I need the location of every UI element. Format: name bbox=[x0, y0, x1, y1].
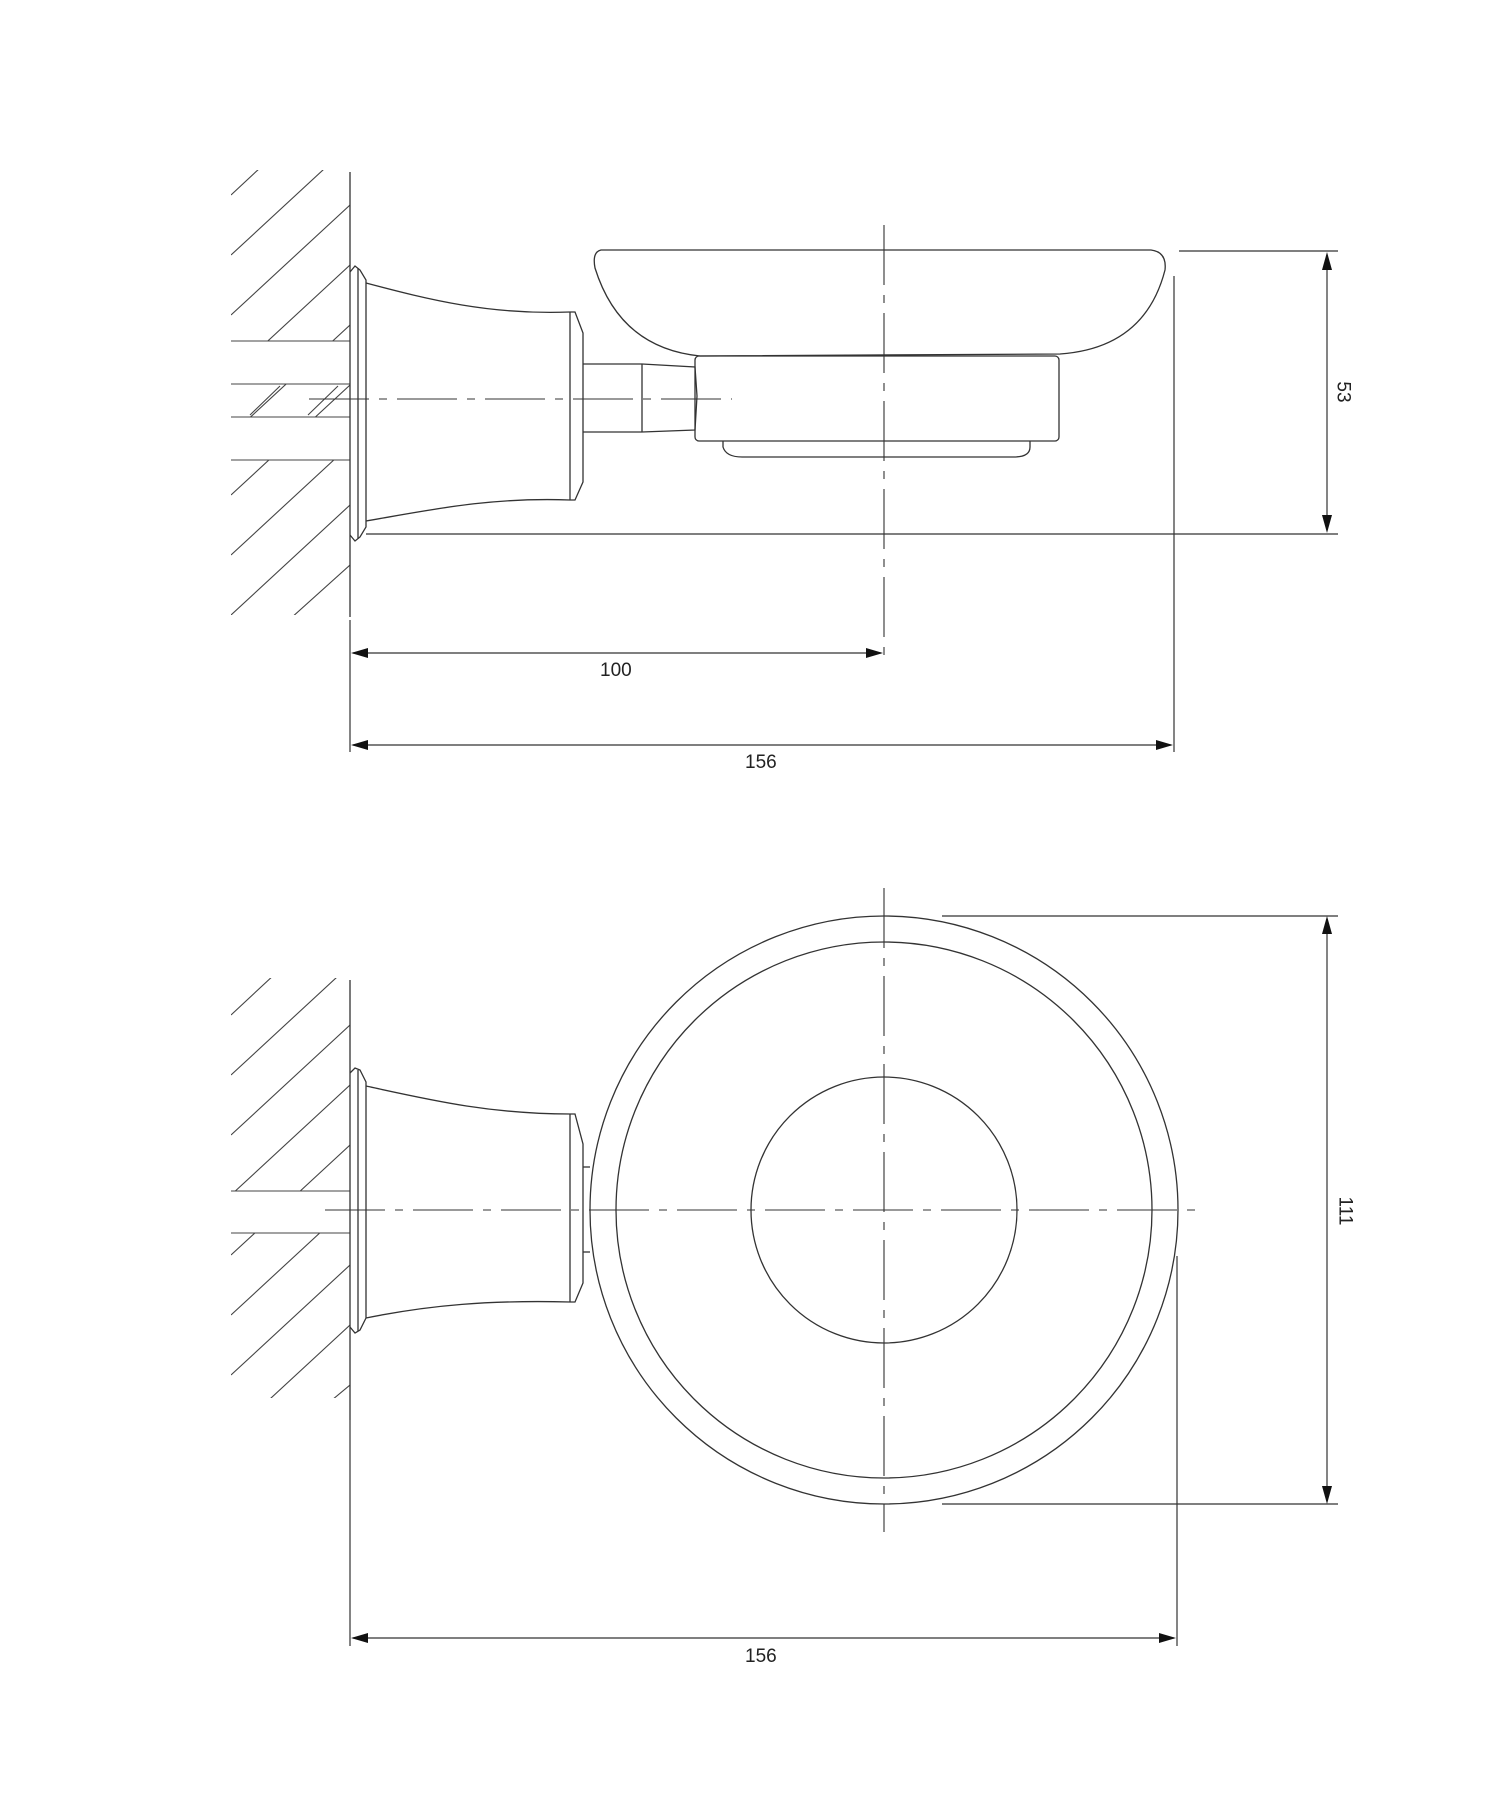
holder-base-side bbox=[722, 441, 1031, 458]
wall-hatch-top bbox=[231, 170, 350, 615]
dimension-label-111: 111 bbox=[1334, 1196, 1356, 1226]
wall-flange-top-view bbox=[349, 1067, 367, 1334]
top-view bbox=[231, 888, 1338, 1646]
dimension-156-bottom bbox=[351, 1633, 1176, 1643]
dimension-156-top bbox=[351, 740, 1173, 750]
soap-bowl-side bbox=[593, 249, 1166, 357]
mount-body-top-view bbox=[365, 1085, 584, 1319]
holder-ring-side bbox=[694, 355, 1060, 442]
dimension-100 bbox=[351, 648, 883, 658]
dimension-53 bbox=[1322, 252, 1332, 533]
wall-flange bbox=[349, 265, 367, 542]
support-arm bbox=[583, 363, 698, 433]
dimension-label-156-bottom: 156 bbox=[745, 1646, 777, 1667]
dimension-label-156-top: 156 bbox=[745, 752, 777, 773]
dimension-111 bbox=[1322, 916, 1332, 1504]
dimension-label-53: 53 bbox=[1332, 381, 1354, 403]
mount-body bbox=[365, 282, 584, 522]
side-view bbox=[231, 170, 1338, 752]
dimension-label-100: 100 bbox=[600, 660, 632, 681]
